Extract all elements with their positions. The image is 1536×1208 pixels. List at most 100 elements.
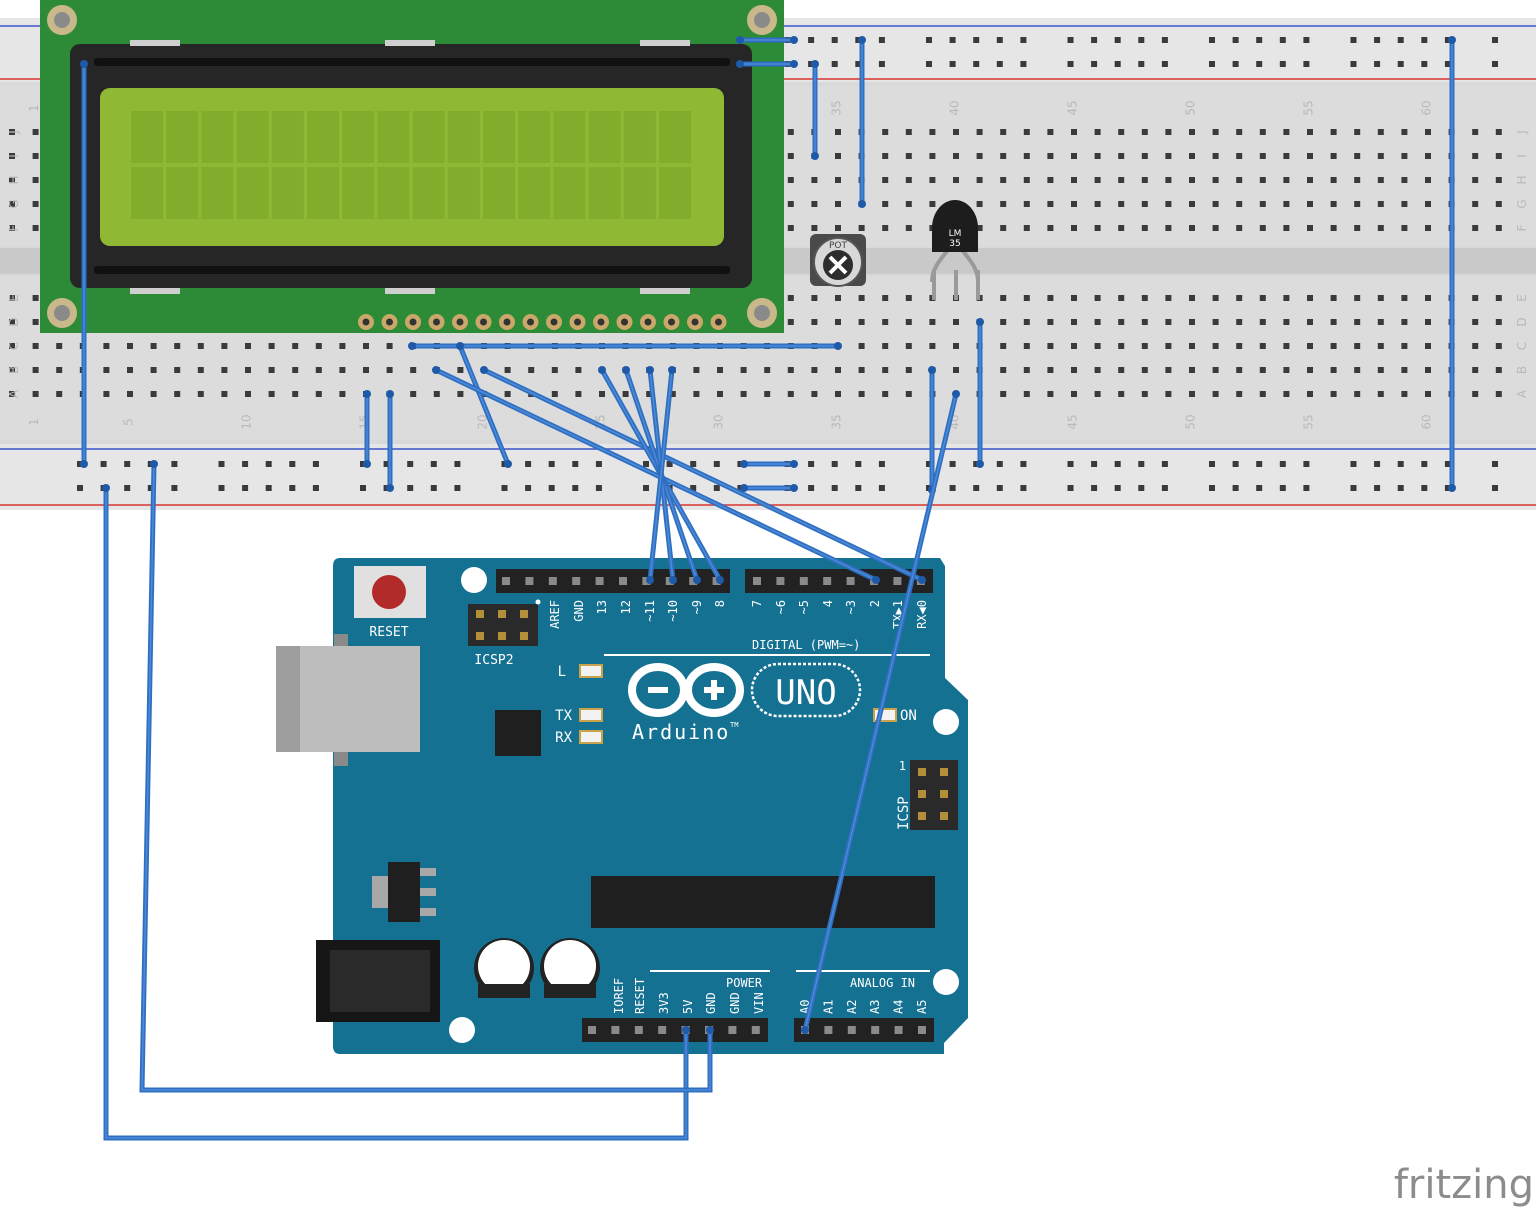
breadboard-hole [1377,319,1384,325]
breadboard-hole [1094,225,1101,231]
breadboard-hole [976,153,983,159]
breadboard-hole [1425,391,1431,397]
rail-hole [855,461,862,467]
lm35-sensor: LM 35 [930,200,980,300]
breadboard-hole [905,295,912,301]
rail-hole [996,485,1003,491]
breadboard-hole [315,343,322,349]
voltage-regulator [388,862,420,922]
breadboard-hole [1047,225,1054,231]
row-letter: A [7,389,21,398]
row-letter: G [7,199,21,208]
rail-hole [1020,461,1027,467]
wire-end [790,36,798,44]
breadboard-hole [9,201,15,207]
rail-hole [713,461,720,467]
column-number: 50 [1183,414,1197,429]
wire-end [811,60,819,68]
breadboard-hole [1307,319,1313,325]
breadboard-hole [882,225,889,231]
breadboard-hole [1259,367,1266,373]
breadboard-hole [905,367,912,373]
breadboard-hole [858,343,865,349]
breadboard-hole [32,343,39,349]
breadboard-hole [1472,391,1479,397]
breadboard-hole [953,343,959,349]
lcd-cell [518,167,551,219]
lcd-cell [447,111,480,163]
breadboard-hole [953,153,959,159]
column-number: 1 [27,104,41,112]
breadboard-hole [1330,153,1337,159]
power-pin-label: GND [704,992,718,1014]
lcd-cell [201,111,234,163]
breadboard-hole [1023,153,1030,159]
breadboard-hole [787,177,794,183]
breadboard-hole [32,201,39,207]
breadboard-hole [882,391,889,397]
rail-hole [124,461,131,467]
breadboard-hole [1212,391,1219,397]
breadboard-hole [811,319,818,325]
breadboard-hole [787,129,794,135]
reset-button-cap[interactable] [372,575,406,609]
breadboard-hole [1401,201,1408,207]
rail-hole [878,37,885,43]
breadboard-hole [174,367,181,373]
breadboard-hole [1023,177,1030,183]
wire-end [858,36,866,44]
breadboard-hole [504,367,511,373]
breadboard-hole [693,367,700,373]
rail-hole [1020,37,1027,43]
breadboard-hole [9,343,15,349]
row-letter: C [1515,342,1529,350]
breadboard-hole [1023,391,1030,397]
analog-header [794,1018,934,1042]
rail-hole [525,485,532,491]
wire-end [706,1026,714,1034]
lcd-header-pins [358,314,727,330]
jumper-wire-highlight [804,393,957,1031]
breadboard-hole [1189,153,1195,159]
breadboard-hole [1212,319,1219,325]
breadboard-hole [1283,129,1290,135]
wire-end [363,390,371,398]
lcd-pin-hole [503,318,511,326]
rail-hole [242,485,249,491]
breadboard-hole [433,391,440,397]
breadboard-hole [905,177,912,183]
header-pin [502,577,510,585]
rail-hole [454,461,461,467]
sensor-label-line1: LM [949,229,962,239]
icsp-pin1-label: 1 [899,759,906,773]
wire-end [790,484,798,492]
breadboard-hole [1495,319,1502,325]
breadboard-hole [1212,367,1219,373]
rail-hole [1397,61,1404,67]
breadboard-hole [1023,319,1030,325]
rail-hole [1279,461,1286,467]
rail-hole [1444,461,1451,467]
breadboard-hole [1212,129,1219,135]
breadboard-hole [1236,177,1243,183]
breadboard-hole [1259,295,1266,301]
breadboard-hole [1023,343,1030,349]
breadboard-hole [1377,129,1384,135]
arduino-board [333,558,968,1054]
breadboard-hole [858,319,865,325]
breadboard-hole [1283,367,1290,373]
digital-pin-label: GND [572,600,586,622]
breadboard-hole [1000,295,1007,301]
breadboard-hole [1330,225,1337,231]
breadboard-hole [1236,201,1243,207]
breadboard-hole [1189,319,1195,325]
breadboard-hole [1330,201,1337,207]
breadboard-hole [764,391,771,397]
rail-hole [1303,61,1310,67]
breadboard-hole [1259,391,1266,397]
breadboard-hole [976,129,983,135]
breadboard-hole [1165,129,1172,135]
breadboard-hole [1259,177,1266,183]
breadboard-hole [1425,295,1431,301]
breadboard-hole [835,391,841,397]
